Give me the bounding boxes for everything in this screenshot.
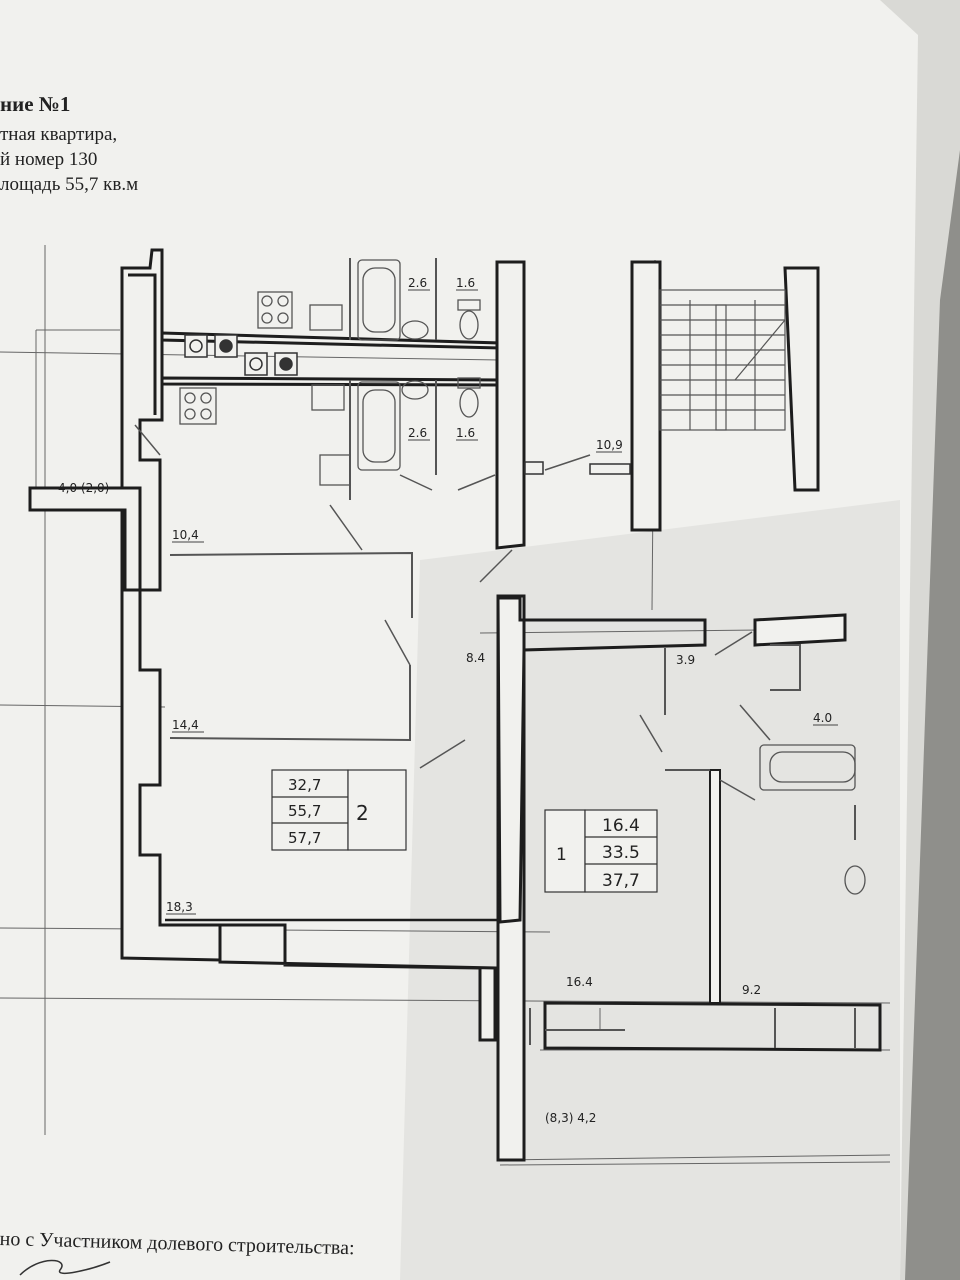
bottom-wall bbox=[218, 923, 497, 1042]
left-outer-wall bbox=[120, 248, 222, 962]
room-wc-top: 1.6 bbox=[456, 276, 475, 290]
room-bath-top: 2.6 bbox=[408, 276, 427, 290]
room-hall-stair: 10,9 bbox=[596, 438, 623, 452]
neighbor-partition bbox=[709, 769, 721, 1004]
sink-icon bbox=[309, 304, 429, 486]
walls bbox=[28, 248, 882, 1162]
neighbor-summary-total-with-balcony: 37,7 bbox=[602, 871, 640, 891]
summary-room-count: 2 bbox=[356, 801, 369, 825]
neighbor-summary-living-area: 16.4 bbox=[602, 816, 640, 836]
stair-wall-right bbox=[783, 266, 820, 492]
header-line-2: тная квартира, bbox=[0, 124, 118, 145]
door-swings bbox=[134, 424, 771, 801]
header-line-3: й номер 130 bbox=[0, 149, 98, 170]
party-wall-vertical bbox=[495, 260, 526, 550]
left-outer-wall-inner bbox=[128, 273, 157, 415]
room-kitchen: 10,4 bbox=[172, 528, 199, 542]
neighbor-top-wall bbox=[753, 613, 847, 647]
stove-icon-2 bbox=[179, 387, 217, 425]
corridor-wall bbox=[496, 596, 707, 924]
neighbor-room: 16.4 bbox=[566, 975, 593, 989]
summary-living-area: 32,7 bbox=[288, 776, 321, 794]
summary-table-neighbor bbox=[544, 809, 658, 893]
kitchen-mid-wall bbox=[160, 376, 502, 387]
room-balcony: 4,0 (2,0) bbox=[58, 481, 109, 495]
room-living: 18,3 bbox=[166, 900, 193, 914]
toilet-icon bbox=[457, 299, 866, 895]
balcony-wall bbox=[28, 486, 142, 592]
room-wc-bottom: 1.6 bbox=[456, 426, 475, 440]
room-corridor: 8.4 bbox=[466, 651, 485, 665]
bathtub-icon bbox=[357, 259, 856, 791]
summary-total-with-balcony: 57,7 bbox=[288, 829, 321, 847]
signature-mark bbox=[19, 1259, 111, 1276]
neighbor-summary-room-count: 1 bbox=[556, 845, 567, 865]
neighbor-kitchen: 9.2 bbox=[742, 983, 761, 997]
room-bedroom: 14,4 bbox=[172, 718, 199, 732]
party-wall-lower bbox=[496, 594, 526, 1162]
summary-total-area: 55,7 bbox=[288, 802, 321, 820]
stair-wall-left bbox=[630, 260, 662, 532]
neighbor-hall: 3.9 bbox=[676, 653, 695, 667]
neighbor-bottom-wall bbox=[543, 1001, 882, 1052]
room-bath-bottom: 2.6 bbox=[408, 426, 427, 440]
meter-icon bbox=[184, 334, 631, 475]
partitions bbox=[169, 258, 856, 1048]
stove-icon bbox=[257, 291, 293, 329]
neighbor-summary-total-area: 33.5 bbox=[602, 843, 640, 863]
header-line-1: ние №1 bbox=[0, 92, 71, 116]
header-line-4: лощадь 55,7 кв.м bbox=[0, 174, 139, 195]
stairs-icon bbox=[659, 289, 786, 431]
neighbor-balcony: (8,3) 4,2 bbox=[545, 1111, 596, 1125]
summary-table-main bbox=[271, 769, 407, 851]
label-underlines bbox=[166, 289, 838, 915]
neighbor-bath: 4.0 bbox=[813, 711, 832, 725]
